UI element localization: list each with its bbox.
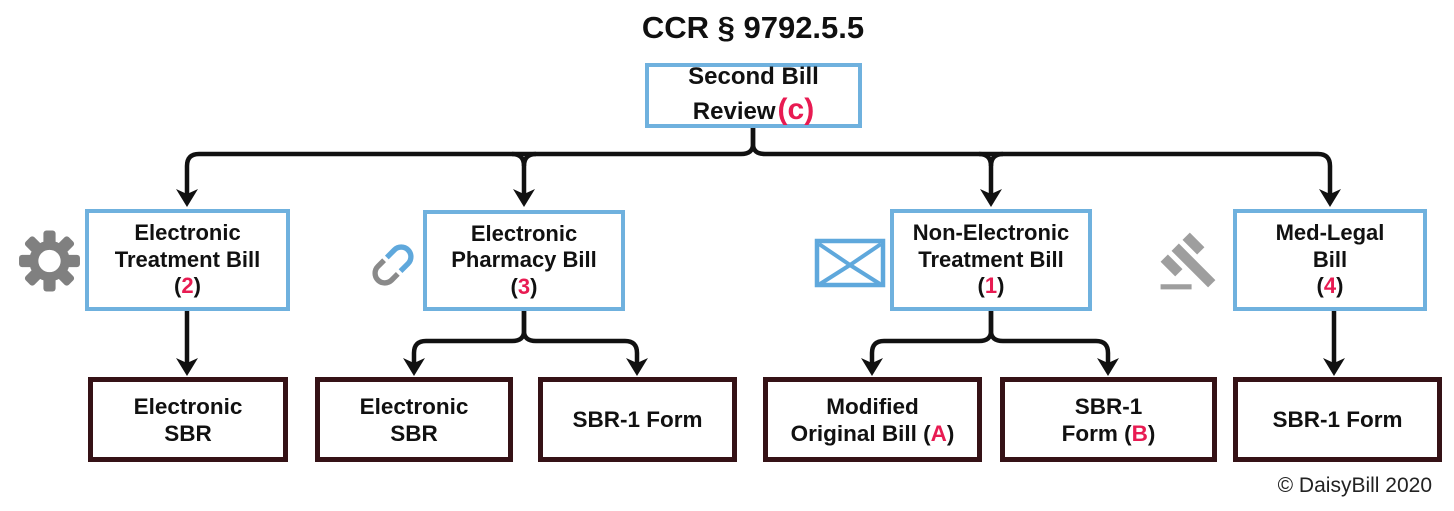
ref-label: 3 [517,273,531,299]
node-text-line: Original Bill (A) [790,420,955,446]
page-title: CCR § 9792.5.5 [641,10,865,45]
pill-icon [372,244,414,286]
copyright-text: © DaisyBill 2020 [1277,474,1432,497]
node-text-line: Electronic [470,220,578,246]
node-text-line: Treatment Bill [918,246,1064,272]
node-text-line: Electronic [134,220,241,246]
node-text-line: SBR-1 [1074,393,1143,419]
envelope-icon [814,238,886,288]
node-text-line: Second Bill [688,63,819,91]
node-electronic-sbr-2: Electronic SBR [315,377,513,462]
node-text-line: Bill [1312,246,1348,272]
node-non-electronic-treatment-bill: Non-Electronic Treatment Bill (1) [890,209,1092,311]
node-electronic-treatment-bill: Electronic Treatment Bill (2) [85,209,290,311]
node-sbr1-form-1: SBR-1 Form [538,377,737,462]
node-text-line: Electronic [133,393,243,419]
node-med-legal-bill: Med-Legal Bill (4) [1233,209,1427,311]
node-text-line: Modified [826,393,919,419]
node-text-line: Electronic [359,393,469,419]
ref-label: 1 [984,273,998,299]
node-text-line: SBR-1 Form [1272,407,1403,432]
gear-icon [19,230,80,292]
node-electronic-pharmacy-bill: Electronic Pharmacy Bill (3) [423,210,625,311]
node-text-line: SBR [390,420,438,446]
ref-label: B [1131,420,1148,446]
node-electronic-sbr-1: Electronic SBR [88,377,288,462]
node-text-line: (3) [510,273,538,299]
node-text-line: (2) [174,273,201,299]
node-sbr1-form-2: SBR-1 Form [1233,377,1442,462]
node-text-line: Review(c) [692,92,815,126]
node-sbr1-form-b: SBR-1 Form (B) [1000,377,1217,462]
ref-label: A [930,420,947,446]
node-text-line: (1) [977,273,1005,299]
node-text-line: Pharmacy Bill [451,247,597,273]
node-text-line: Non-Electronic [912,220,1070,246]
ref-label: 4 [1323,273,1337,299]
ref-label: (c) [777,92,815,126]
node-text-line: Med-Legal [1275,220,1385,246]
node-second-bill-review: Second Bill Review(c) [645,63,862,128]
node-text-line: SBR-1 Form [572,407,703,432]
node-text-line: Treatment Bill [114,246,261,272]
node-text-line: (4) [1316,273,1344,299]
node-modified-original-bill: Modified Original Bill (A) [763,377,982,462]
node-text-line: Form (B) [1061,420,1156,446]
gavel-icon [1160,232,1216,290]
ref-label: 2 [181,273,194,299]
node-text-line: SBR [164,420,212,446]
